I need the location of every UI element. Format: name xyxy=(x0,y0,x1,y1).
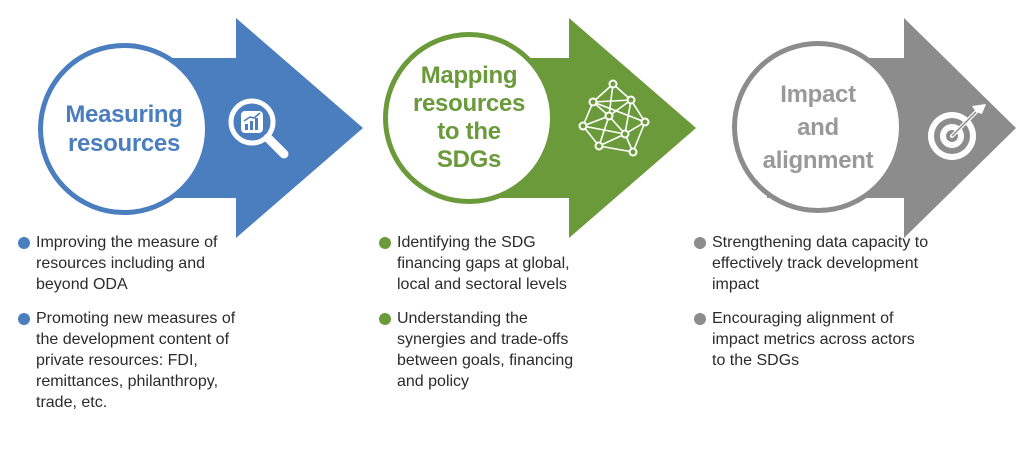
bullet-dot xyxy=(18,313,30,325)
step-mapping-resources: Mapping resources to the SDGs xyxy=(361,0,699,455)
bullet-text: Promoting new measures of the developmen… xyxy=(36,310,236,411)
bullet-dot xyxy=(379,313,391,325)
list-item: Identifying the SDG financing gaps at gl… xyxy=(379,232,594,295)
bullet-text: Encouraging alignment of impact metrics … xyxy=(712,310,915,369)
list-item: Promoting new measures of the developmen… xyxy=(18,308,258,413)
step-circle: Measuring resources xyxy=(38,43,210,215)
bullet-list: Improving the measure of resources inclu… xyxy=(18,232,258,426)
bullet-dot xyxy=(18,237,30,249)
bullet-text: Strengthening data capacity to effective… xyxy=(712,234,929,293)
bullet-text: Understanding the synergies and trade-of… xyxy=(397,310,574,390)
bullet-list: Identifying the SDG financing gaps at gl… xyxy=(379,232,594,405)
bullet-text: Improving the measure of resources inclu… xyxy=(36,234,218,293)
list-item: Strengthening data capacity to effective… xyxy=(694,232,930,295)
step-circle: Impact and alignment xyxy=(732,41,904,213)
bullet-dot xyxy=(379,237,391,249)
step-impact-alignment: Impact and alignment Strengthening data … xyxy=(672,0,1016,455)
step-title: Measuring resources xyxy=(65,101,183,157)
step-title: Impact and alignment xyxy=(762,80,874,174)
bullet-dot xyxy=(694,313,706,325)
bullet-list: Strengthening data capacity to effective… xyxy=(694,232,930,384)
step-circle: Mapping resources to the SDGs xyxy=(383,32,555,204)
bullet-dot xyxy=(694,237,706,249)
network-icon xyxy=(578,79,650,157)
step-title: Mapping resources to the SDGs xyxy=(412,62,526,173)
bullet-text: Identifying the SDG financing gaps at gl… xyxy=(397,234,570,293)
step-measuring-resources: Measuring resources Improving the measur… xyxy=(18,0,363,455)
list-item: Understanding the synergies and trade-of… xyxy=(379,308,594,392)
list-item: Improving the measure of resources inclu… xyxy=(18,232,258,295)
target-icon xyxy=(928,104,986,160)
magnifier-chart-icon xyxy=(228,98,289,159)
list-item: Encouraging alignment of impact metrics … xyxy=(694,308,930,371)
